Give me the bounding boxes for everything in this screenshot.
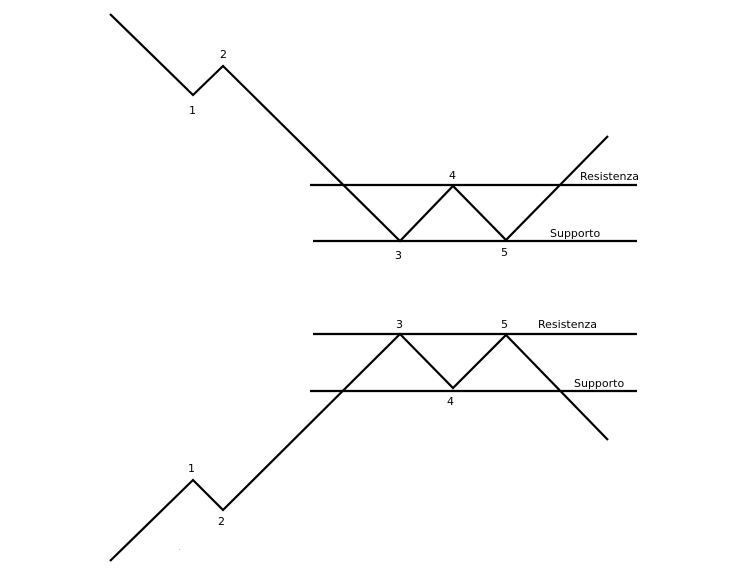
top-diagram: 1 2 3 4 5 Resistenza Supporto xyxy=(109,13,639,262)
top-label-point-3: 3 xyxy=(395,249,402,262)
top-support-label: Supporto xyxy=(550,227,600,240)
top-price-path xyxy=(109,13,609,243)
bottom-diagram: 1 2 3 4 5 Resistenza Supporto xyxy=(109,318,637,562)
stray-dot xyxy=(179,549,180,550)
bottom-label-point-1: 1 xyxy=(188,462,195,475)
bottom-label-point-2: 2 xyxy=(218,515,225,528)
bottom-label-point-5: 5 xyxy=(501,318,508,331)
top-resistance-label: Resistenza xyxy=(580,170,639,183)
bottom-label-point-3: 3 xyxy=(396,318,403,331)
bottom-support-label: Supporto xyxy=(574,377,624,390)
top-label-point-4: 4 xyxy=(449,169,456,182)
top-label-point-5: 5 xyxy=(501,246,508,259)
bottom-price-path xyxy=(109,332,609,562)
bottom-label-point-4: 4 xyxy=(447,395,454,408)
top-label-point-2: 2 xyxy=(220,48,227,61)
top-label-point-1: 1 xyxy=(189,104,196,117)
bottom-resistance-label: Resistenza xyxy=(538,318,597,331)
